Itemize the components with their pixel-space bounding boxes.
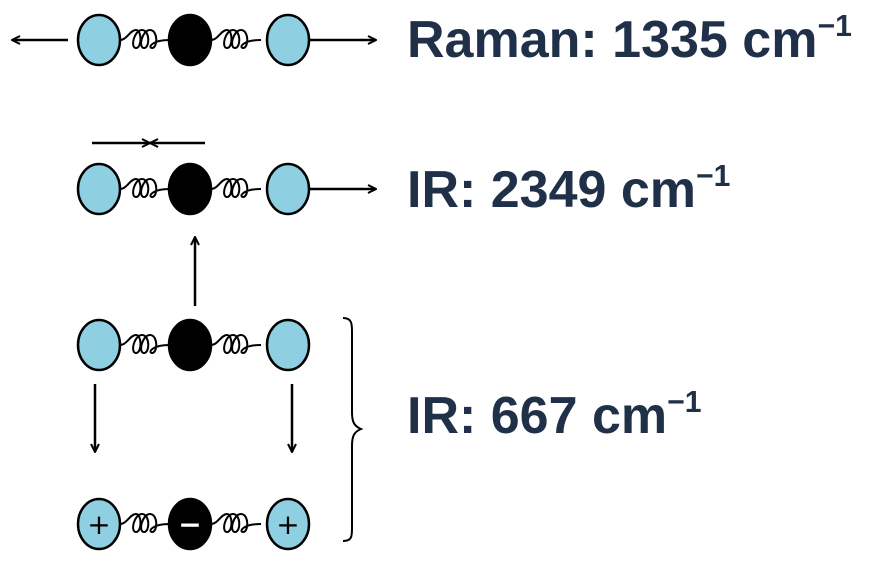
molecule-bending-out-of-plane: + − +	[76, 497, 311, 551]
mode-label-ir-667: IR: 667 cm−1	[407, 385, 702, 445]
oxygen-atom-right	[265, 318, 311, 372]
oxygen-atom-right	[265, 162, 311, 216]
oxygen-atom-left	[76, 13, 122, 67]
molecule-asymmetric-stretch	[76, 143, 376, 216]
carbon-atom	[167, 13, 213, 67]
oxygen-atom-left	[76, 162, 122, 216]
oxygen-atom-left	[76, 318, 122, 372]
spring-right	[210, 177, 262, 199]
oxygen-atom-right	[265, 13, 311, 67]
curly-brace	[342, 317, 364, 542]
spring-left	[119, 28, 171, 50]
molecule-bending	[76, 237, 311, 452]
mode-label-ir-2349: IR: 2349 cm−1	[407, 159, 731, 219]
minus-sign: −	[178, 508, 201, 541]
spring-left	[119, 333, 171, 355]
mode-label-raman: Raman: 1335 cm−1	[407, 9, 852, 69]
spring-left	[119, 177, 171, 199]
spring-right	[210, 28, 262, 50]
spring-right	[210, 512, 262, 534]
carbon-atom	[167, 162, 213, 216]
molecule-symmetric-stretch	[12, 13, 376, 67]
carbon-atom	[167, 318, 213, 372]
plus-sign-right: +	[276, 508, 299, 541]
oxygen-atom-right	[265, 497, 311, 551]
spring-left	[119, 512, 171, 534]
spring-right	[210, 333, 262, 355]
plus-sign-left: +	[87, 508, 110, 541]
